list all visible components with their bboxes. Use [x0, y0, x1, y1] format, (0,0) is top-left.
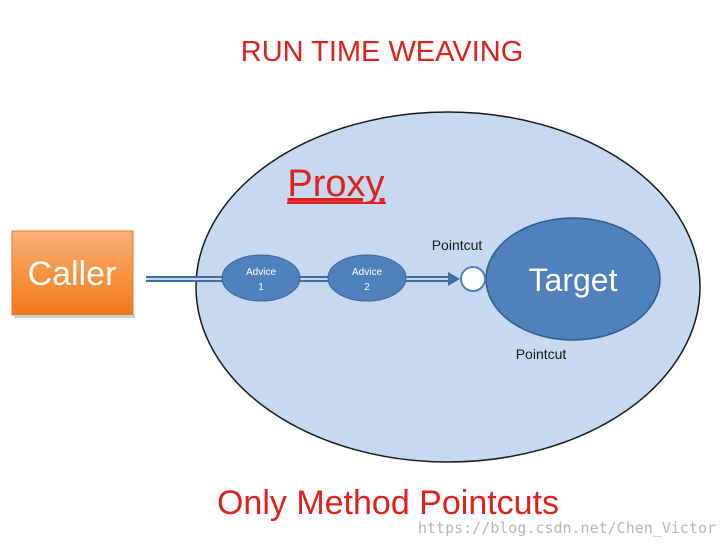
pointcut-join-circle — [460, 266, 486, 292]
advice-1-line1: Advice — [246, 267, 276, 278]
target-label: Target — [529, 262, 618, 298]
advice-2-line2: 2 — [364, 282, 370, 293]
watermark-text: https://blog.csdn.net/Chen_Victor — [418, 519, 716, 537]
diagram-title: RUN TIME WEAVING — [241, 36, 524, 68]
pointcut-top-label: Pointcut — [432, 237, 483, 253]
advice-1-ellipse — [221, 254, 301, 302]
proxy-ellipse — [195, 111, 701, 463]
caller-label: Caller — [28, 255, 117, 293]
footer-text: Only Method Pointcuts — [217, 484, 559, 522]
caller-box-shadow — [14, 315, 135, 318]
caller-box — [11, 230, 134, 316]
advice-2-ellipse — [327, 254, 407, 302]
proxy-label: Proxy — [287, 163, 384, 205]
pointcut-bottom-label: Pointcut — [516, 346, 567, 362]
advice-1-line2: 1 — [258, 282, 264, 293]
call-arrow-head — [448, 272, 460, 286]
advice-2-line1: Advice — [352, 267, 382, 278]
